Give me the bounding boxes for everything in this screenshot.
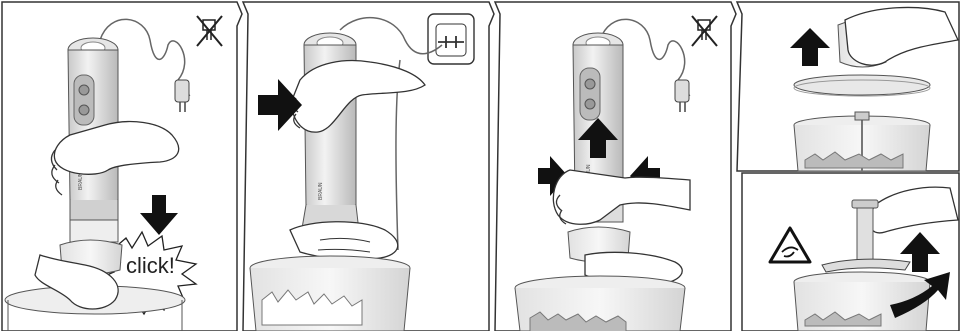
panel-step-4 <box>737 2 959 171</box>
panel-step-2: BRAUN <box>243 2 494 331</box>
svg-text:BRAUN: BRAUN <box>78 172 84 190</box>
chopper-bowl <box>515 276 685 331</box>
chopper-bowl <box>794 112 930 171</box>
chopper-bowl <box>250 256 410 331</box>
panel-step-5 <box>742 173 959 331</box>
chopper-lid <box>794 75 930 95</box>
svg-text:BRAUN: BRAUN <box>318 182 324 200</box>
wall-socket-icon <box>428 14 474 64</box>
panel-step-1: BRAUN click! <box>2 2 242 331</box>
click-label: click! <box>126 253 175 278</box>
panel-step-3: BRAUN <box>495 2 736 331</box>
